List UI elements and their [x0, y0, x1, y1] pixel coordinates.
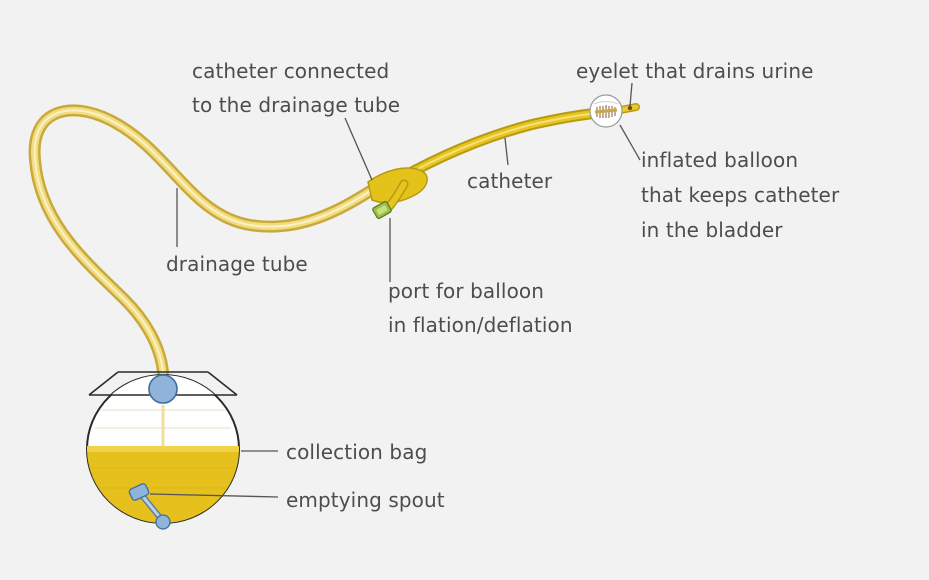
leader-eyelet — [629, 82, 633, 107]
leader-inflated-balloon — [619, 124, 641, 161]
label-inflated-balloon-2: that keeps catheter — [641, 183, 840, 207]
emptying-spout — [128, 483, 171, 530]
drainage-tube — [28, 104, 378, 378]
label-eyelet: eyelet that drains urine — [576, 59, 814, 83]
label-port-2: in flation/deflation — [388, 313, 573, 337]
leader-emptying-spout — [149, 493, 279, 498]
label-emptying-spout: emptying spout — [286, 488, 445, 512]
catheter-junction — [367, 167, 428, 215]
inflated-balloon — [589, 94, 623, 128]
label-port-1: port for balloon — [388, 279, 545, 303]
leader-lines — [149, 82, 641, 498]
balloon-port — [372, 200, 392, 220]
bag-inlet-connector — [148, 374, 178, 404]
leader-catheter-connected — [344, 117, 373, 181]
label-inflated-balloon-3: in the bladder — [641, 218, 783, 242]
label-inflated-balloon-1: inflated balloon — [641, 148, 799, 172]
label-drainage-tube: drainage tube — [166, 252, 308, 276]
leader-catheter — [504, 137, 509, 166]
label-catheter-connected-2: to the drainage tube — [192, 93, 401, 117]
label-collection-bag: collection bag — [286, 440, 428, 464]
label-catheter: catheter — [467, 169, 553, 193]
eyelet — [627, 105, 633, 111]
label-catheter-connected-1: catheter connected — [192, 59, 390, 83]
